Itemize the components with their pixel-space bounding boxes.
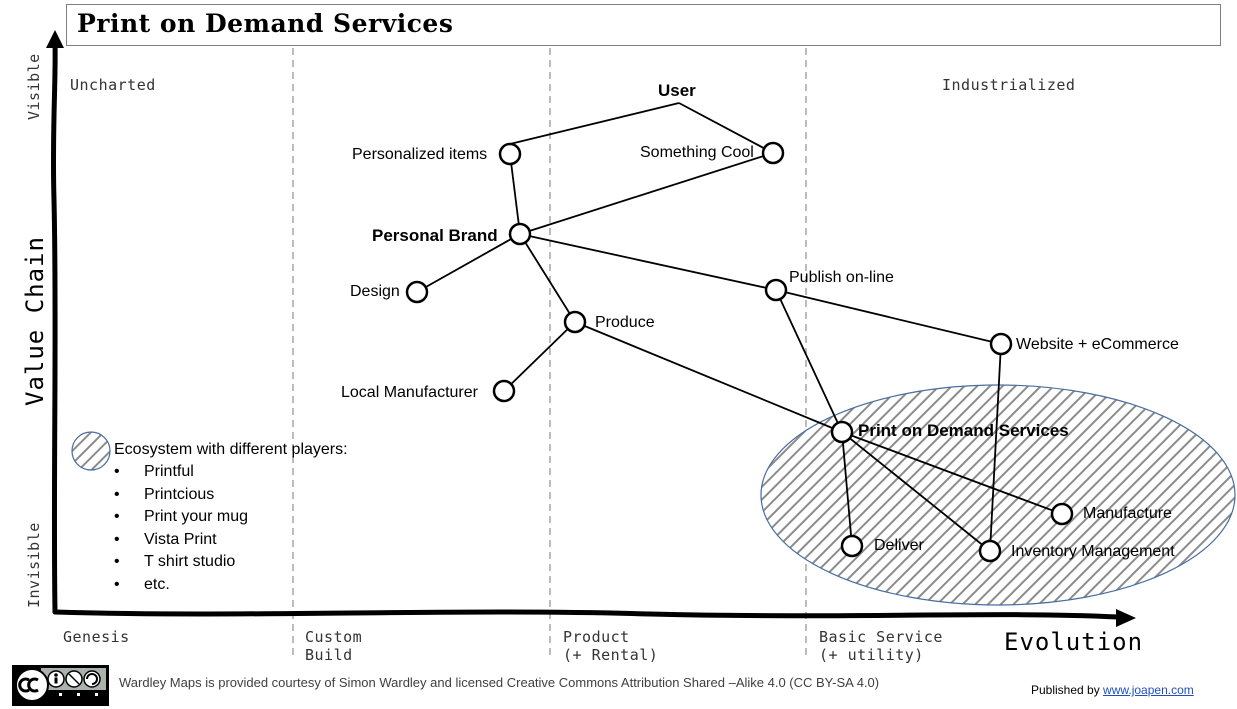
- y-axis-label: Value Chain: [21, 236, 49, 406]
- y-axis-invisible-label: Invisible: [25, 522, 43, 608]
- ecosystem-legend: Ecosystem with different players: Printf…: [114, 441, 348, 598]
- uncharted-label: Uncharted: [70, 76, 156, 94]
- published-by: Published by www.joapen.com: [1031, 683, 1194, 697]
- label-produce: Produce: [595, 314, 655, 331]
- label-local-manufacturer: Local Manufacturer: [341, 384, 478, 401]
- label-something-cool: Something Cool: [640, 144, 754, 161]
- node-produce: [563, 310, 587, 334]
- node-design: [405, 280, 429, 304]
- stage-commodity-line1: Basic Service: [819, 628, 943, 646]
- title-box: Print on Demand Services: [66, 4, 1221, 46]
- legend-heading: Ecosystem with different players:: [114, 441, 348, 458]
- nodes: [405, 141, 1074, 563]
- legend-item: Print your mug: [114, 508, 348, 531]
- label-deliver: Deliver: [874, 537, 924, 554]
- legend-item: Vista Print: [114, 531, 348, 554]
- stage-genesis: Genesis: [63, 628, 130, 646]
- ecosystem-ellipse: [760, 384, 1236, 606]
- axes: [46, 30, 1136, 627]
- label-design: Design: [350, 283, 400, 300]
- legend-item: T shirt studio: [114, 553, 348, 576]
- label-user: User: [658, 81, 696, 100]
- stage-commodity-line2: (+ utility): [819, 646, 924, 664]
- stage-product-line1: Product: [563, 628, 630, 646]
- legend-item: Printcious: [114, 486, 348, 509]
- label-manufacture: Manufacture: [1083, 505, 1172, 522]
- cc-by-nc-sa-badge-icon: [12, 665, 109, 706]
- industrialized-label: Industrialized: [942, 76, 1076, 94]
- node-personal-brand: [508, 222, 532, 246]
- publisher-link[interactable]: www.joapen.com: [1103, 683, 1194, 697]
- label-personal-brand: Personal Brand: [372, 226, 498, 245]
- legend-list: Printful Printcious Print your mug Vista…: [114, 463, 348, 598]
- label-publish-online: Publish on-line: [789, 269, 894, 286]
- y-axis: [50, 41, 58, 615]
- legend-item: etc.: [114, 576, 348, 599]
- x-axis: [52, 609, 1121, 620]
- node-publish-online: [764, 278, 788, 302]
- label-inventory: Inventory Management: [1011, 543, 1175, 560]
- node-website: [989, 332, 1013, 356]
- node-personalized-items: [498, 142, 522, 166]
- x-axis-arrow: [1116, 609, 1136, 627]
- links: [416, 102, 1063, 552]
- label-website: Website + eCommerce: [1016, 336, 1179, 353]
- y-axis-arrow: [46, 30, 64, 48]
- stage-product-line2: (+ Rental): [563, 646, 659, 664]
- y-axis-visible-label: Visible: [25, 53, 43, 120]
- stage-custom-line2: Build: [305, 646, 353, 664]
- label-personalized-items: Personalized items: [352, 146, 488, 163]
- node-pod-services: [830, 420, 854, 444]
- stage-dividers: [292, 48, 807, 660]
- x-axis-label: Evolution: [1004, 628, 1144, 656]
- stage-custom-line1: Custom: [305, 628, 363, 646]
- legend-item: Printful: [114, 463, 348, 486]
- node-something-cool: [761, 141, 785, 165]
- node-deliver: [840, 534, 864, 558]
- page-title: Print on Demand Services: [77, 9, 454, 38]
- node-local-manufacturer: [492, 379, 516, 403]
- label-pod-services: Print on Demand Services: [858, 421, 1069, 440]
- node-manufacture: [1050, 502, 1074, 526]
- node-inventory: [978, 539, 1002, 563]
- legend-hatch-icon: [71, 431, 111, 471]
- published-prefix: Published by: [1031, 683, 1104, 697]
- license-footer: Wardley Maps is provided courtesy of Sim…: [119, 675, 880, 690]
